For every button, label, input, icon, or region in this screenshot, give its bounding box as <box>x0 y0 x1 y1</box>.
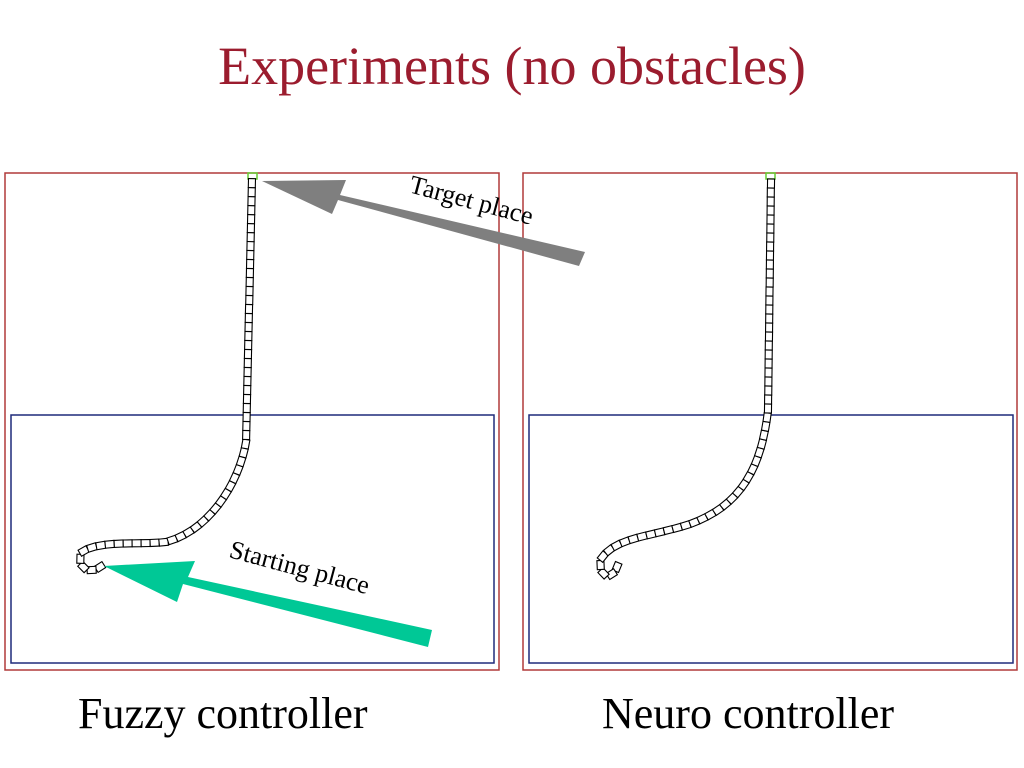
fuzzy-inner-frame <box>10 414 495 664</box>
fuzzy-robot-pose <box>245 276 254 288</box>
fuzzy-robot-pose <box>122 539 133 548</box>
fuzzy-robot-pose <box>245 294 254 306</box>
fuzzy-robot-pose <box>242 402 251 414</box>
neuro-robot-pose <box>766 187 775 198</box>
neuro-robot-pose <box>764 367 773 378</box>
neuro-robot-pose <box>766 232 775 243</box>
fuzzy-robot-pose <box>242 429 251 441</box>
fuzzy-robot-pose <box>246 249 255 261</box>
neuro-robot-pose <box>764 331 774 342</box>
fuzzy-robot-pose <box>244 330 253 342</box>
neuro-target-marker <box>765 172 776 180</box>
fuzzy-robot-pose <box>246 240 255 252</box>
neuro-robot-pose <box>763 403 773 414</box>
neuro-robot-pose <box>765 286 774 297</box>
fuzzy-robot-pose <box>95 540 107 551</box>
fuzzy-robot-pose <box>247 186 256 198</box>
neuro-robot-pose <box>765 304 774 315</box>
fuzzy-robot-pose <box>246 213 256 225</box>
neuro-robot-pose <box>765 250 775 261</box>
neuro-robot-pose <box>760 420 771 432</box>
fuzzy-robot-pose <box>245 285 254 297</box>
neuro-robot-pose <box>597 566 610 580</box>
fuzzy-controller-caption: Fuzzy controller <box>78 689 368 738</box>
fuzzy-robot-pose <box>243 375 252 387</box>
neuro-robot-pose <box>605 567 619 581</box>
fuzzy-robot-pose <box>243 357 252 369</box>
fuzzy-robot-pose <box>240 438 251 450</box>
fuzzy-robot-pose <box>244 303 254 315</box>
fuzzy-robot-pose <box>246 231 255 243</box>
fuzzy-robot-pose <box>246 222 256 234</box>
fuzzy-robot-pose <box>244 312 253 324</box>
fuzzy-robot-pose <box>245 258 255 270</box>
neuro-robot-pose <box>765 268 774 279</box>
fuzzy-robot-trajectory <box>76 177 257 575</box>
fuzzy-robot-pose <box>113 539 124 548</box>
fuzzy-robot-pose <box>244 339 253 351</box>
neuro-robot-pose <box>764 349 773 360</box>
neuro-robot-pose <box>764 358 773 369</box>
neuro-robot-pose <box>763 394 773 405</box>
fuzzy-robot-pose <box>131 539 142 548</box>
neuro-robot-pose <box>765 241 775 252</box>
neuro-robot-pose <box>766 214 775 225</box>
fuzzy-robot-pose <box>247 195 256 207</box>
neuro-robot-pose <box>765 259 775 270</box>
neuro-robot-pose <box>765 277 774 288</box>
fuzzy-robot-pose <box>243 384 252 396</box>
fuzzy-robot-pose <box>242 411 251 423</box>
neuro-robot-pose <box>762 411 772 423</box>
neuro-controller-caption: Neuro controller <box>602 689 894 738</box>
slide-title: Experiments (no obstacles) <box>218 36 806 96</box>
fuzzy-robot-pose <box>140 538 151 548</box>
fuzzy-robot-pose <box>242 420 251 432</box>
neuro-robot-pose <box>766 178 776 189</box>
target-arrow <box>262 180 585 266</box>
neuro-robot-pose <box>765 313 774 324</box>
fuzzy-robot-pose <box>149 538 160 548</box>
fuzzy-robot-pose <box>104 539 116 549</box>
neuro-robot-pose <box>764 340 773 351</box>
start-arrow <box>104 561 432 647</box>
fuzzy-robot-pose <box>243 348 253 360</box>
fuzzy-robot-pose <box>247 177 257 189</box>
neuro-robot-pose <box>766 196 775 207</box>
neuro-robot-pose <box>766 205 775 216</box>
neuro-robot-pose <box>764 376 773 387</box>
fuzzy-robot-pose <box>247 204 256 216</box>
neuro-robot-pose <box>766 223 775 234</box>
fuzzy-robot-pose <box>242 393 252 405</box>
neuro-inner-frame <box>528 414 1014 664</box>
neuro-robot-pose <box>764 322 774 333</box>
fuzzy-robot-pose <box>243 366 252 378</box>
fuzzy-robot-pose <box>245 267 255 279</box>
fuzzy-robot-pose <box>244 321 253 333</box>
neuro-robot-trajectory <box>596 178 776 581</box>
neuro-robot-pose <box>764 385 773 396</box>
neuro-robot-pose <box>765 295 774 306</box>
